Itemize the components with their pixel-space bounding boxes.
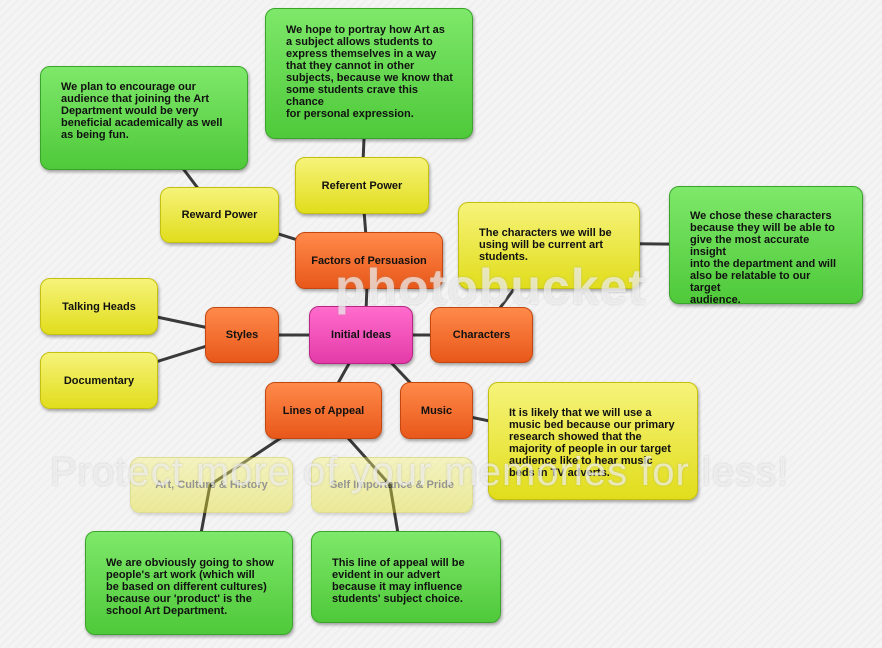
note-line: people's art work (which will — [106, 569, 255, 581]
node-art-culture-history[interactable]: Art, Culture & History — [130, 457, 293, 513]
note-line: majority of people in our target — [509, 443, 671, 455]
node-initial-ideas[interactable]: Initial Ideas — [309, 306, 413, 364]
note-line: into the department and will — [690, 258, 837, 270]
node-self-importance-pride[interactable]: Self Importance & Pride — [311, 457, 473, 513]
note-line: We plan to encourage our — [61, 81, 196, 93]
note-line: also be relatable to our target — [690, 270, 811, 294]
note-line: using will be current art — [479, 239, 604, 251]
note-line: This line of appeal will be — [332, 557, 465, 569]
note-line: subjects, because we know that — [286, 72, 453, 84]
note-line: some students crave this chance — [286, 84, 419, 108]
note-line: We hope to portray how Art as — [286, 24, 445, 36]
note-line: students. — [479, 251, 528, 263]
note-line: a subject allows students to — [286, 36, 433, 48]
note-line: that they cannot in other — [286, 60, 415, 72]
note-line: students' subject choice. — [332, 593, 463, 605]
note-line: audience like to hear music — [509, 455, 653, 467]
note-line: We chose these characters — [690, 210, 832, 222]
self-importance-note: This line of appeal will be evident in o… — [311, 531, 501, 623]
note-line: express themselves in a way — [286, 48, 437, 60]
node-talking-heads[interactable]: Talking Heads — [40, 278, 158, 335]
note-line: school Art Department. — [106, 605, 228, 617]
note-line: for personal expression. — [286, 108, 414, 120]
note-line: because they will be able to — [690, 222, 835, 234]
node-documentary[interactable]: Documentary — [40, 352, 158, 409]
node-referent-power[interactable]: Referent Power — [295, 157, 429, 214]
node-factors-of-persuasion[interactable]: Factors of Persuasion — [295, 232, 443, 289]
note-line: beneficial academically as well — [61, 117, 223, 129]
note-line: audience. — [690, 294, 741, 306]
note-line: be based on different cultures) — [106, 581, 267, 593]
node-music[interactable]: Music — [400, 382, 473, 439]
characters-note: The characters we will be using will be … — [458, 202, 640, 289]
note-line: give the most accurate insight — [690, 234, 810, 258]
node-styles[interactable]: Styles — [205, 307, 279, 363]
note-line: because our 'product' is the — [106, 593, 252, 605]
note-line: music bed because our primary — [509, 419, 675, 431]
note-line: Department would be very — [61, 105, 199, 117]
note-line: evident in our advert — [332, 569, 441, 581]
reward-power-note: We plan to encourage our audience that j… — [40, 66, 248, 170]
note-line: We are obviously going to show — [106, 557, 274, 569]
note-line: beds in TV adverts. — [509, 467, 610, 479]
note-line: research showed that the — [509, 431, 642, 443]
music-note: It is likely that we will use a music be… — [488, 382, 698, 500]
note-line: The characters we will be — [479, 227, 612, 239]
art-culture-note: We are obviously going to show people's … — [85, 531, 293, 635]
note-line: because it may influence — [332, 581, 463, 593]
node-reward-power[interactable]: Reward Power — [160, 187, 279, 243]
characters-reason-note: We chose these characters because they w… — [669, 186, 863, 306]
note-line: It is likely that we will use a — [509, 407, 652, 419]
node-lines-of-appeal[interactable]: Lines of Appeal — [265, 382, 382, 439]
referent-power-note: We hope to portray how Art as a subject … — [265, 8, 473, 139]
note-line: audience that joining the Art — [61, 93, 210, 105]
node-characters[interactable]: Characters — [430, 307, 533, 363]
note-line: as being fun. — [61, 129, 129, 141]
